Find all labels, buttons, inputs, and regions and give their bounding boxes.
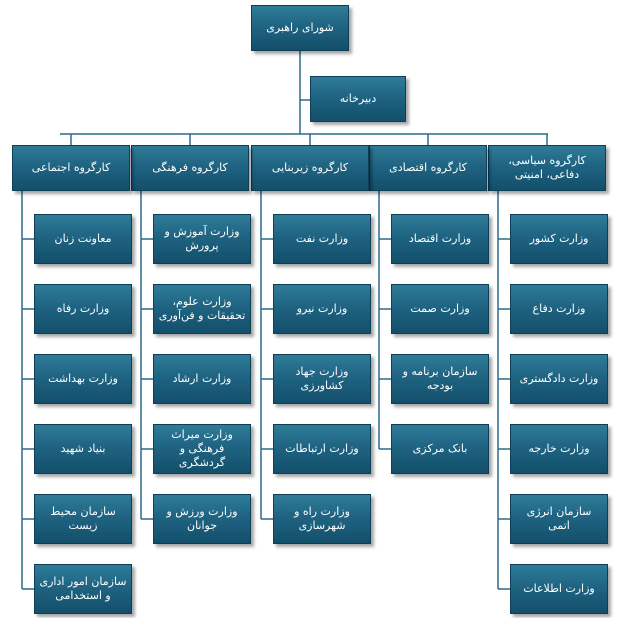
org-unit-label: وزارت خارجه [528,442,590,455]
org-unit-label: بانک مرکزی [412,442,468,455]
org-unit-label: وزارت صمت [410,302,470,315]
org-unit-label: وزارت دفاع [532,302,586,315]
org-unit-label: وزارت اقتصاد [408,232,472,245]
org-unit-label: سازمان امور اداری و استخدامی [39,575,127,602]
org-unit-box: سازمان امور اداری و استخدامی [34,564,132,614]
org-unit-label: سازمان انرژی اتمی [526,505,592,532]
group-header-label: کارگروه فرهنگی [152,161,228,174]
group-header-0: کارگروه سیاسی، دفاعی، امنیتی [488,145,606,191]
secretariat-box: دبیرخانه [310,76,406,122]
org-unit-box: سازمان برنامه و بودجه [391,354,489,404]
org-unit-label: وزارت ورزش و جوانان [166,505,238,532]
secretariat-label: دبیرخانه [339,92,377,105]
org-unit-label: وزارت میراث فرهنگی و گردشگری [171,428,233,469]
org-unit-label: وزارت نیرو [296,302,348,315]
org-unit-label: سازمان محیط زیست [50,505,116,532]
org-unit-label: وزارت اطلاعات [523,582,595,595]
group-header-1: کارگروه اقتصادی [369,145,487,191]
group-header-label: کارگروه اجتماعی [31,161,111,174]
org-unit-box: وزارت اطلاعات [510,564,608,614]
org-unit-box: وزارت خارجه [510,424,608,474]
org-unit-box: بنیاد شهید [34,424,132,474]
org-unit-box: وزارت رفاه [34,284,132,334]
org-unit-box: وزارت ورزش و جوانان [153,494,251,544]
org-unit-label: وزارت ارشاد [172,372,232,385]
group-header-4: کارگروه اجتماعی [12,145,130,191]
org-unit-label: وزارت دادگستری [519,372,599,385]
org-unit-box: وزارت کشور [510,214,608,264]
org-unit-box: وزارت ارشاد [153,354,251,404]
group-header-label: کارگروه سیاسی، دفاعی، امنیتی [508,154,586,181]
org-unit-box: وزارت جهاد کشاورزی [273,354,371,404]
org-unit-label: بنیاد شهید [60,442,106,455]
root-label: شورای راهبری [266,21,334,34]
group-header-label: کارگروه اقتصادی [389,161,467,174]
org-unit-box: وزارت میراث فرهنگی و گردشگری [153,424,251,474]
group-header-2: کارگروه زیربنایی [251,145,369,191]
org-unit-label: وزارت رفاه [56,302,110,315]
org-unit-box: معاونت زنان [34,214,132,264]
org-unit-box: وزارت علوم، تحقیقات و فن‌آوری [153,284,251,334]
org-unit-label: وزارت علوم، تحقیقات و فن‌آوری [158,295,246,322]
org-unit-label: وزارت آموزش و پرورش [164,225,240,252]
org-unit-box: سازمان محیط زیست [34,494,132,544]
org-unit-box: وزارت اقتصاد [391,214,489,264]
org-unit-label: وزارت جهاد کشاورزی [295,365,349,392]
org-unit-box: وزارت دادگستری [510,354,608,404]
group-header-3: کارگروه فرهنگی [131,145,249,191]
org-unit-box: وزارت آموزش و پرورش [153,214,251,264]
org-unit-label: معاونت زنان [54,232,112,245]
org-unit-box: وزارت نیرو [273,284,371,334]
org-unit-label: وزارت بهداشت [48,372,118,385]
org-unit-box: بانک مرکزی [391,424,489,474]
root-box: شورای راهبری [251,5,349,51]
org-unit-label: وزارت ارتباطات [285,442,359,455]
org-unit-box: وزارت ارتباطات [273,424,371,474]
group-header-label: کارگروه زیربنایی [271,161,349,174]
org-unit-box: وزارت صمت [391,284,489,334]
org-unit-box: وزارت راه و شهرسازی [273,494,371,544]
org-unit-label: وزارت کشور [529,232,589,245]
org-unit-label: وزارت راه و شهرسازی [294,505,350,532]
org-unit-box: وزارت بهداشت [34,354,132,404]
org-unit-box: سازمان انرژی اتمی [510,494,608,544]
org-unit-box: وزارت نفت [273,214,371,264]
org-unit-label: سازمان برنامه و بودجه [402,365,478,392]
org-unit-box: وزارت دفاع [510,284,608,334]
org-unit-label: وزارت نفت [295,232,349,245]
